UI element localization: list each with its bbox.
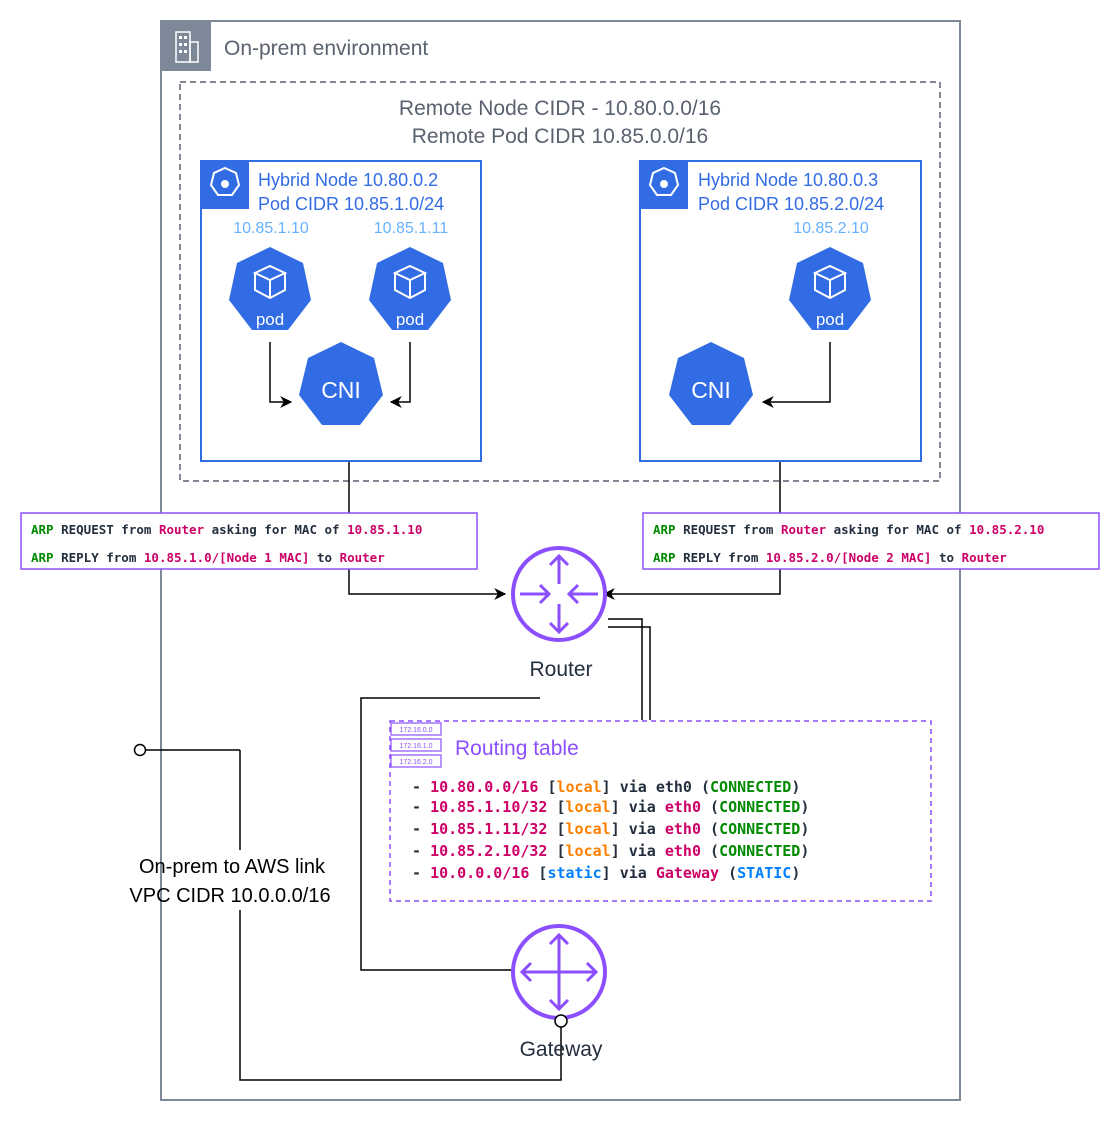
pod-to-cni-arrow	[389, 342, 411, 408]
node-2-to-router-arrow	[602, 462, 781, 600]
svg-text:172.16.0.0: 172.16.0.0	[399, 727, 432, 734]
pod-to-cni-arrow	[269, 342, 293, 408]
node-1-border	[200, 160, 482, 462]
route-row: - 10.85.1.10/32 [local] via eth0 (CONNEC…	[412, 798, 809, 816]
router: Router	[511, 546, 607, 681]
pod-icon: pod	[229, 247, 311, 330]
routing-table: 172.16.0.0 172.16.1.0 172.16.2.0 Routing…	[389, 720, 932, 902]
cni-icon: CNI	[299, 342, 383, 425]
gateway: Gateway	[511, 924, 607, 1061]
aws-link-label-line2: VPC CIDR 10.0.0.0/16	[129, 885, 330, 907]
link-endpoint	[133, 743, 147, 757]
node-2-pod-cidr: Pod CIDR 10.85.2.0/24	[698, 194, 884, 214]
node-2-title: Hybrid Node 10.80.0.3	[698, 170, 878, 190]
aws-link-label-line1: On-prem to AWS link	[139, 856, 326, 878]
node-1-to-router-arrow	[348, 462, 507, 600]
router-icon	[511, 546, 607, 642]
kubernetes-node-icon	[201, 161, 249, 209]
cni-icon: CNI	[669, 342, 753, 425]
building-icon	[161, 21, 211, 71]
node-1-pod-cidr: Pod CIDR 10.85.1.0/24	[258, 194, 444, 214]
routing-table-title: Routing table	[455, 737, 579, 760]
gateway-label: Gateway	[520, 1038, 603, 1061]
pod-ip: 10.85.1.10	[233, 220, 309, 237]
router-table-link	[608, 618, 643, 720]
route-table-icon: 172.16.0.0 172.16.1.0 172.16.2.0	[390, 722, 442, 768]
pod-to-cni-arrow	[761, 342, 831, 408]
router-label: Router	[529, 658, 592, 681]
kubernetes-node-icon	[640, 161, 688, 209]
pod-icon: pod	[369, 247, 451, 330]
svg-text:CNI: CNI	[321, 377, 361, 403]
router-table-link	[608, 626, 651, 720]
arp-request-line: ARP REQUEST from Router asking for MAC o…	[653, 522, 1044, 537]
remote-node-cidr: Remote Node CIDR - 10.80.0.0/16	[399, 97, 721, 120]
svg-text:pod: pod	[256, 310, 284, 329]
arp-request-line: ARP REQUEST from Router asking for MAC o…	[31, 522, 422, 537]
arp-box-2: ARP REQUEST from Router asking for MAC o…	[642, 512, 1100, 570]
svg-text:pod: pod	[816, 310, 844, 329]
routing-table-border	[389, 720, 932, 902]
svg-text:CNI: CNI	[691, 377, 731, 403]
node-1-title: Hybrid Node 10.80.0.2	[258, 170, 438, 190]
arp-box-border	[642, 512, 1100, 570]
gateway-icon	[511, 924, 607, 1020]
hybrid-node-2: Hybrid Node 10.80.0.3 Pod CIDR 10.85.2.0…	[639, 160, 922, 462]
svg-text:pod: pod	[396, 310, 424, 329]
router-gateway-link	[360, 697, 540, 971]
arp-reply-line: ARP REPLY from 10.85.2.0/[Node 2 MAC] to…	[653, 550, 1007, 565]
route-row: - 10.80.0.0/16 [local] via eth0 (CONNECT…	[412, 778, 800, 796]
node-2-border	[639, 160, 922, 462]
pod-icon: pod	[789, 247, 871, 330]
pod-ip: 10.85.1.11	[374, 220, 449, 237]
arp-box-1: ARP REQUEST from Router asking for MAC o…	[20, 512, 478, 570]
link-endpoint	[554, 1014, 568, 1028]
remote-pod-cidr: Remote Pod CIDR 10.85.0.0/16	[412, 125, 709, 148]
route-row: - 10.0.0.0/16 [static] via Gateway (STAT…	[412, 864, 800, 882]
arp-reply-line: ARP REPLY from 10.85.1.0/[Node 1 MAC] to…	[31, 550, 385, 565]
route-row: - 10.85.1.11/32 [local] via eth0 (CONNEC…	[412, 820, 809, 838]
route-row: - 10.85.2.10/32 [local] via eth0 (CONNEC…	[412, 842, 809, 860]
pod-ip: 10.85.2.10	[793, 220, 869, 237]
svg-text:172.16.2.0: 172.16.2.0	[399, 759, 432, 766]
remote-cidr-border	[179, 81, 941, 482]
arp-box-border	[20, 512, 478, 570]
svg-text:172.16.1.0: 172.16.1.0	[399, 743, 432, 750]
aws-link-line	[239, 910, 562, 1081]
onprem-title: On-prem environment	[224, 37, 428, 60]
remote-cidr-group: Remote Node CIDR - 10.80.0.0/16 Remote P…	[179, 81, 941, 482]
hybrid-node-1: Hybrid Node 10.80.0.2 Pod CIDR 10.85.1.0…	[200, 160, 482, 462]
